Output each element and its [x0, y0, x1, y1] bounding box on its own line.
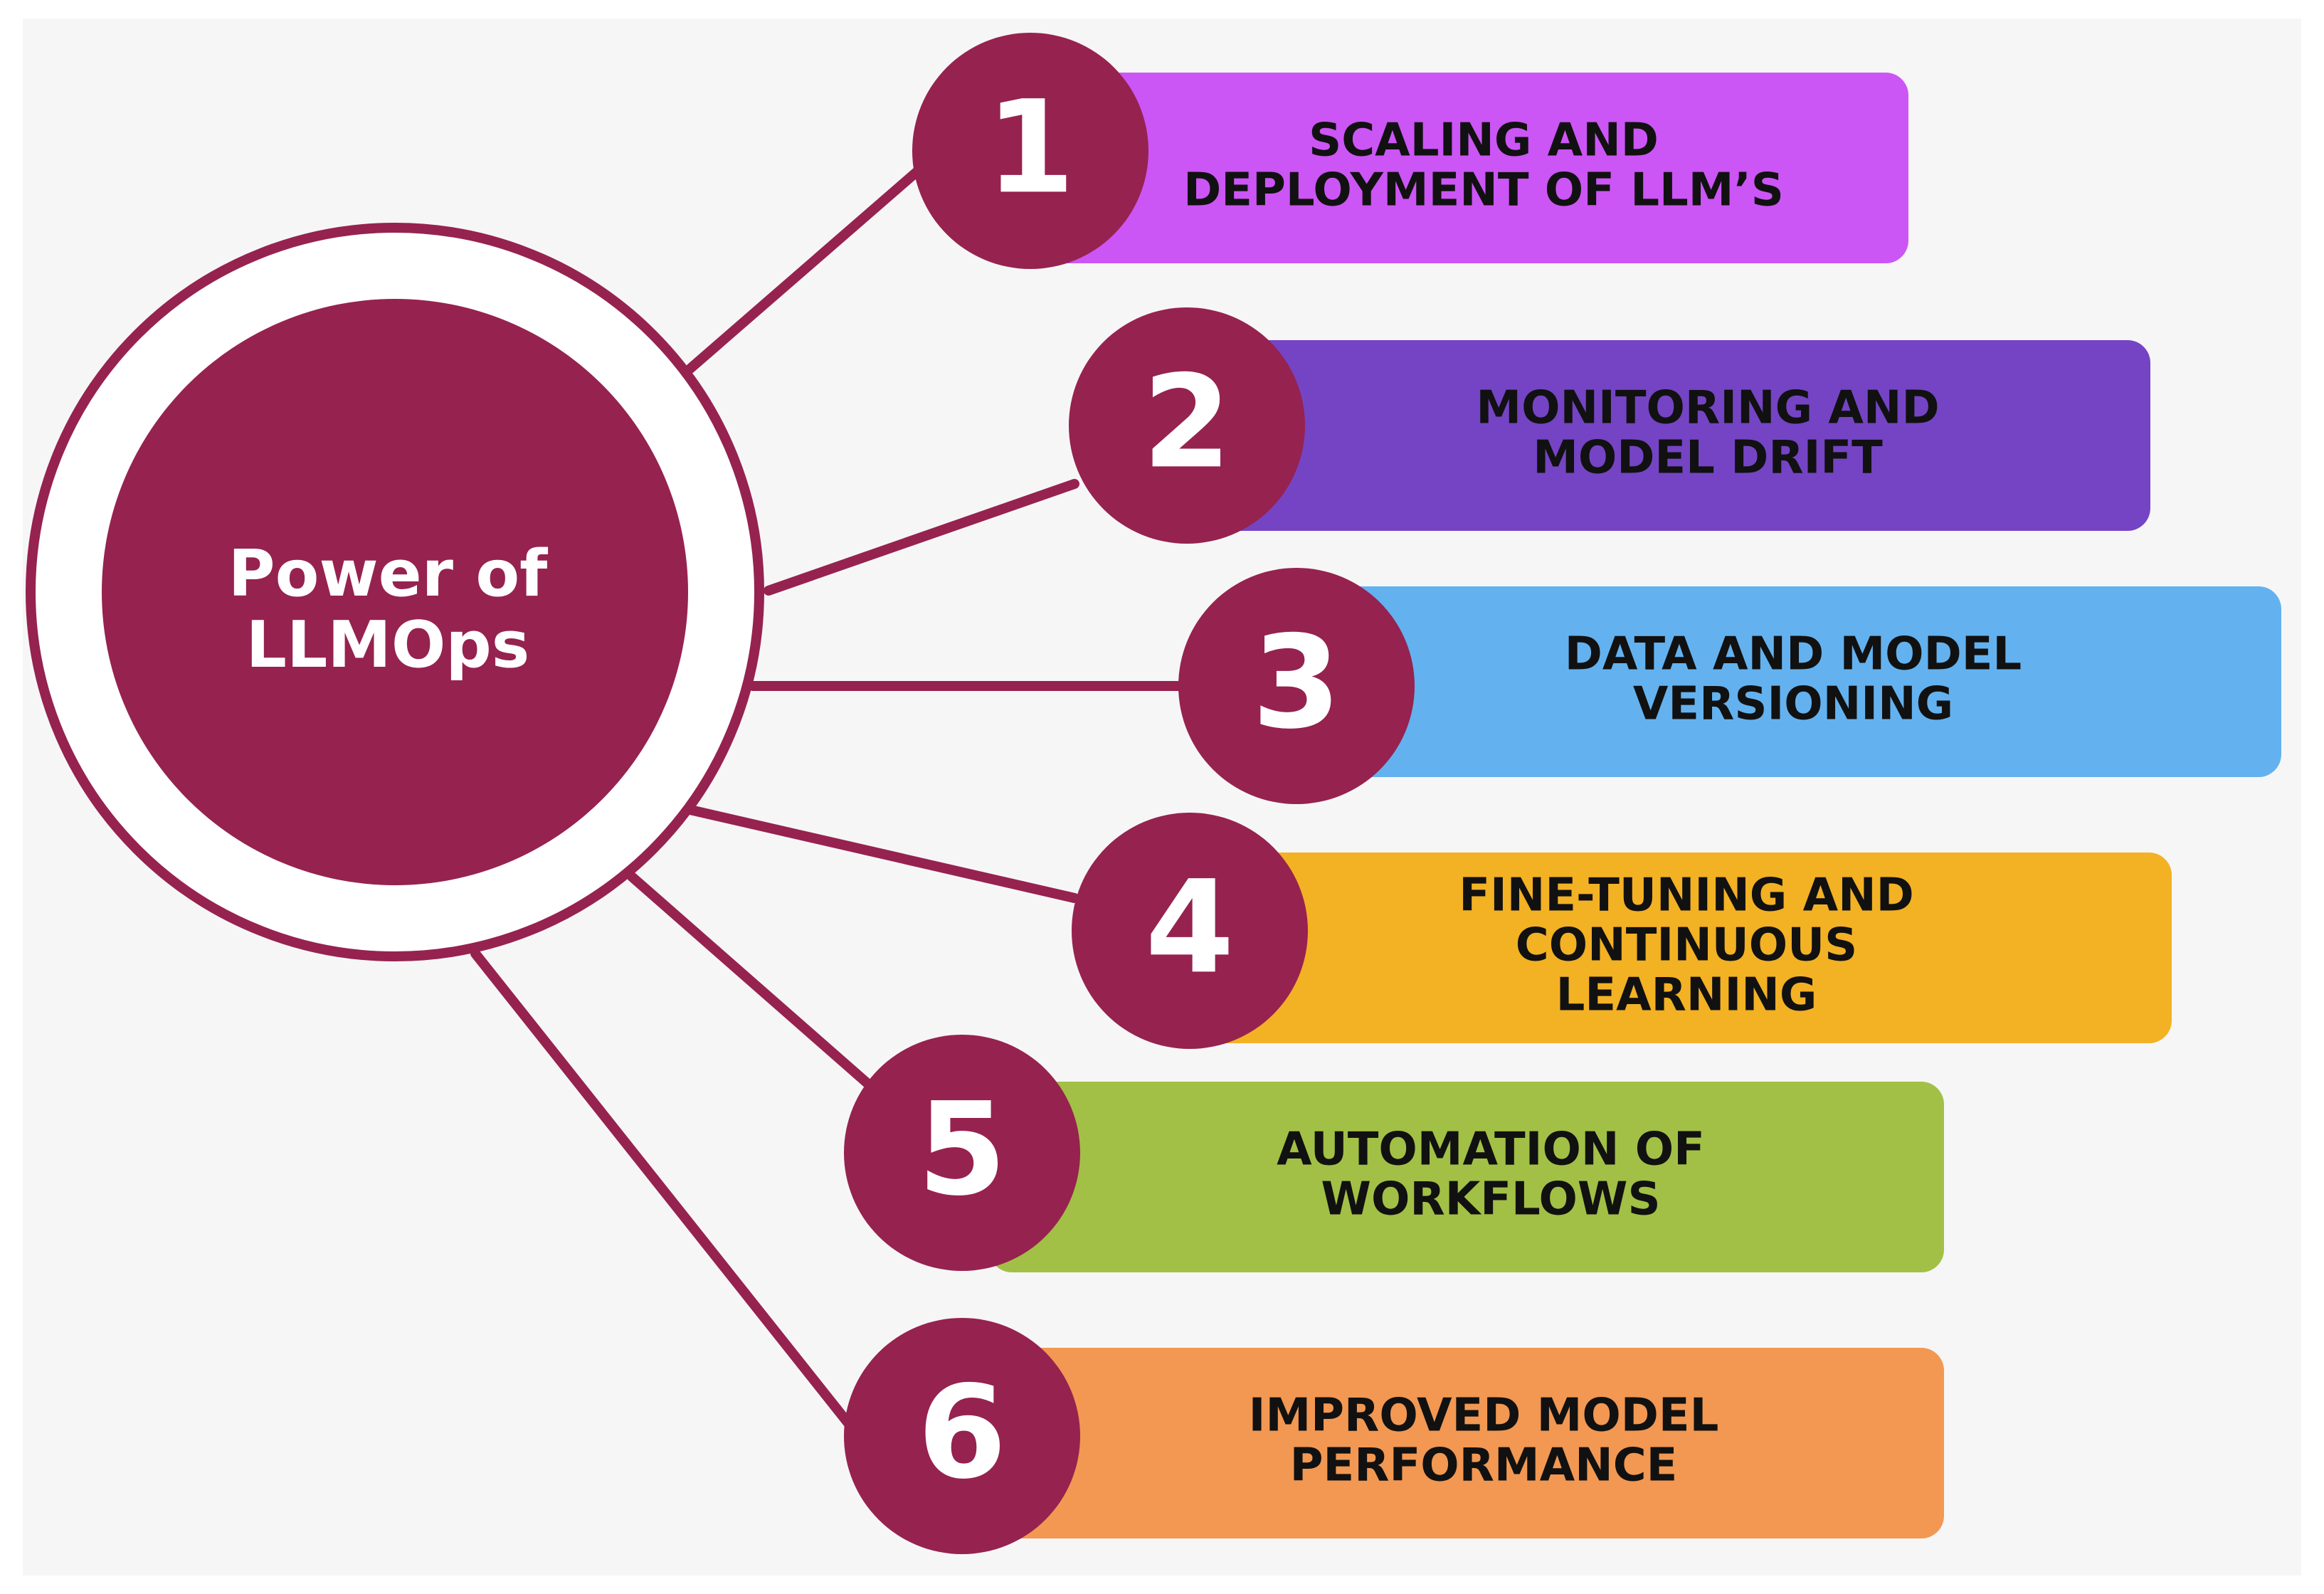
item-label-line: MODEL DRIFT: [1533, 432, 1883, 485]
number-badge-3: [1178, 568, 1415, 804]
item-label-line: WORKFLOWS: [1321, 1173, 1660, 1226]
item-label-line: SCALING AND: [1309, 115, 1659, 167]
item-label-line: CONTINUOUS: [1516, 919, 1857, 972]
number-badge-4: [1072, 813, 1308, 1049]
item-label-line: MONITORING AND: [1476, 382, 1939, 435]
item-label-line: VERSIONING: [1633, 678, 1953, 731]
item-label-line: IMPROVED MODEL: [1249, 1390, 1719, 1442]
item-label-line: AUTOMATION OF: [1277, 1124, 1705, 1176]
connector-line-2: [764, 479, 1079, 596]
item-bar-2: [1181, 340, 2150, 531]
item-label-line: FINE-TUNING AND: [1459, 870, 1914, 922]
connector-line-4: [685, 805, 1079, 903]
number-label-3: 3: [1252, 608, 1341, 757]
center-circle: [102, 299, 688, 885]
item-label-line: LEARNING: [1556, 969, 1817, 1022]
number-badge-5: [844, 1035, 1080, 1271]
number-label-4: 4: [1145, 853, 1234, 1002]
connector-line-1: [685, 166, 923, 374]
number-label-6: 6: [917, 1358, 1006, 1507]
center-title-line: Power of: [228, 537, 549, 611]
item-bar-5: [989, 1082, 1944, 1272]
item-bar-6: [989, 1348, 1944, 1538]
number-label-1: 1: [986, 73, 1074, 222]
number-label-2: 2: [1142, 348, 1231, 497]
item-label-line: DATA AND MODEL: [1565, 628, 2022, 681]
center-title-line: LLMOps: [246, 608, 530, 682]
number-badge-2: [1069, 307, 1305, 544]
item-bar-4: [1203, 853, 2172, 1043]
number-badge-1: [912, 33, 1148, 269]
item-label-line: PERFORMANCE: [1290, 1440, 1678, 1492]
number-label-5: 5: [917, 1075, 1006, 1224]
item-bar-3: [1288, 586, 2281, 777]
number-badge-6: [844, 1318, 1080, 1554]
item-bar-1: [1025, 73, 1908, 263]
connector-line-6: [470, 949, 859, 1435]
item-label-line: DEPLOYMENT OF LLM’S: [1183, 164, 1784, 217]
connector-line-5: [627, 872, 875, 1090]
